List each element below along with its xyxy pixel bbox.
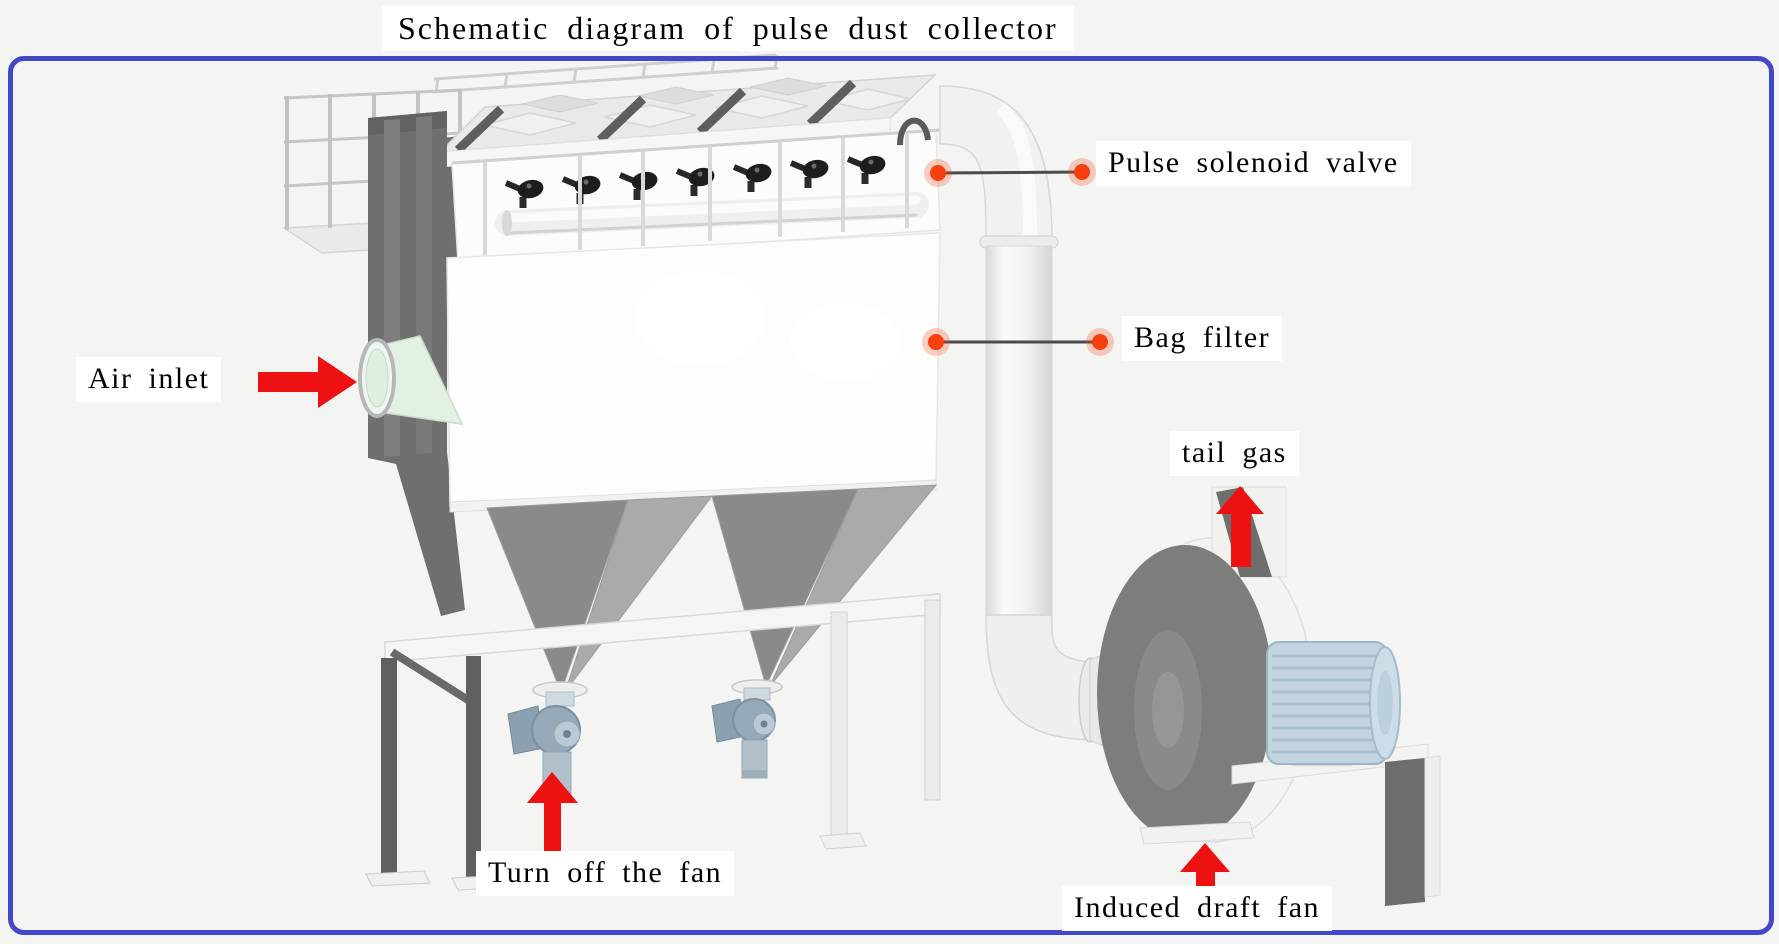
air-inlet-arrow-icon	[258, 356, 357, 408]
marker-dot	[1074, 164, 1090, 180]
diagram-border-frame	[8, 56, 1774, 935]
plenum-top-rail	[451, 128, 941, 165]
induced-fan-arrow-icon	[1180, 843, 1230, 890]
pulse-valve-icon	[789, 159, 829, 188]
roof-panels	[438, 74, 938, 154]
label-bag-filter: Bag filter	[1122, 316, 1283, 361]
marker-dot	[1092, 334, 1108, 350]
label-turn-off-the-fan: Turn off the fan	[476, 851, 735, 896]
diagonal-brace	[389, 648, 471, 704]
label-pulse-solenoid-valve: Pulse solenoid valve	[1096, 141, 1411, 186]
page-title: Schematic diagram of pulse dust collecto…	[382, 6, 1074, 51]
label-air-inlet: Air inlet	[76, 357, 222, 402]
base-white-panel	[1424, 755, 1441, 898]
flow-arrows	[258, 356, 1264, 890]
label-tail-gas: tail gas	[1170, 431, 1299, 476]
leg	[924, 599, 941, 801]
induced-draft-fan	[1097, 486, 1441, 906]
label-induced-draft-fan: Induced draft fan	[1062, 886, 1333, 931]
front-railing-posts	[483, 133, 909, 257]
pulse-valve-icon	[846, 155, 886, 184]
pulse-valve-connector-line	[937, 170, 1083, 175]
rotary-discharge-valve	[711, 679, 783, 779]
fan-foot	[1139, 821, 1255, 845]
leg	[381, 658, 397, 876]
pipe-bracket	[897, 117, 931, 146]
fan-motor	[1266, 641, 1401, 766]
leg-foot	[819, 832, 867, 850]
annotation-connectors	[922, 158, 1114, 356]
pulse-valve-icon	[732, 163, 772, 192]
turn-off-fan-arrow-icon	[527, 772, 578, 855]
pulse-valve-icon	[504, 179, 544, 208]
marker-dot	[928, 334, 944, 350]
bag-filter-housing	[446, 232, 941, 513]
tail-gas-arrow-icon	[1216, 486, 1264, 567]
leg	[466, 656, 481, 880]
air-inlet-duct	[358, 335, 464, 425]
marker-dot	[930, 165, 946, 181]
leg-foot	[365, 870, 431, 887]
base-dark-panel	[1385, 758, 1425, 906]
